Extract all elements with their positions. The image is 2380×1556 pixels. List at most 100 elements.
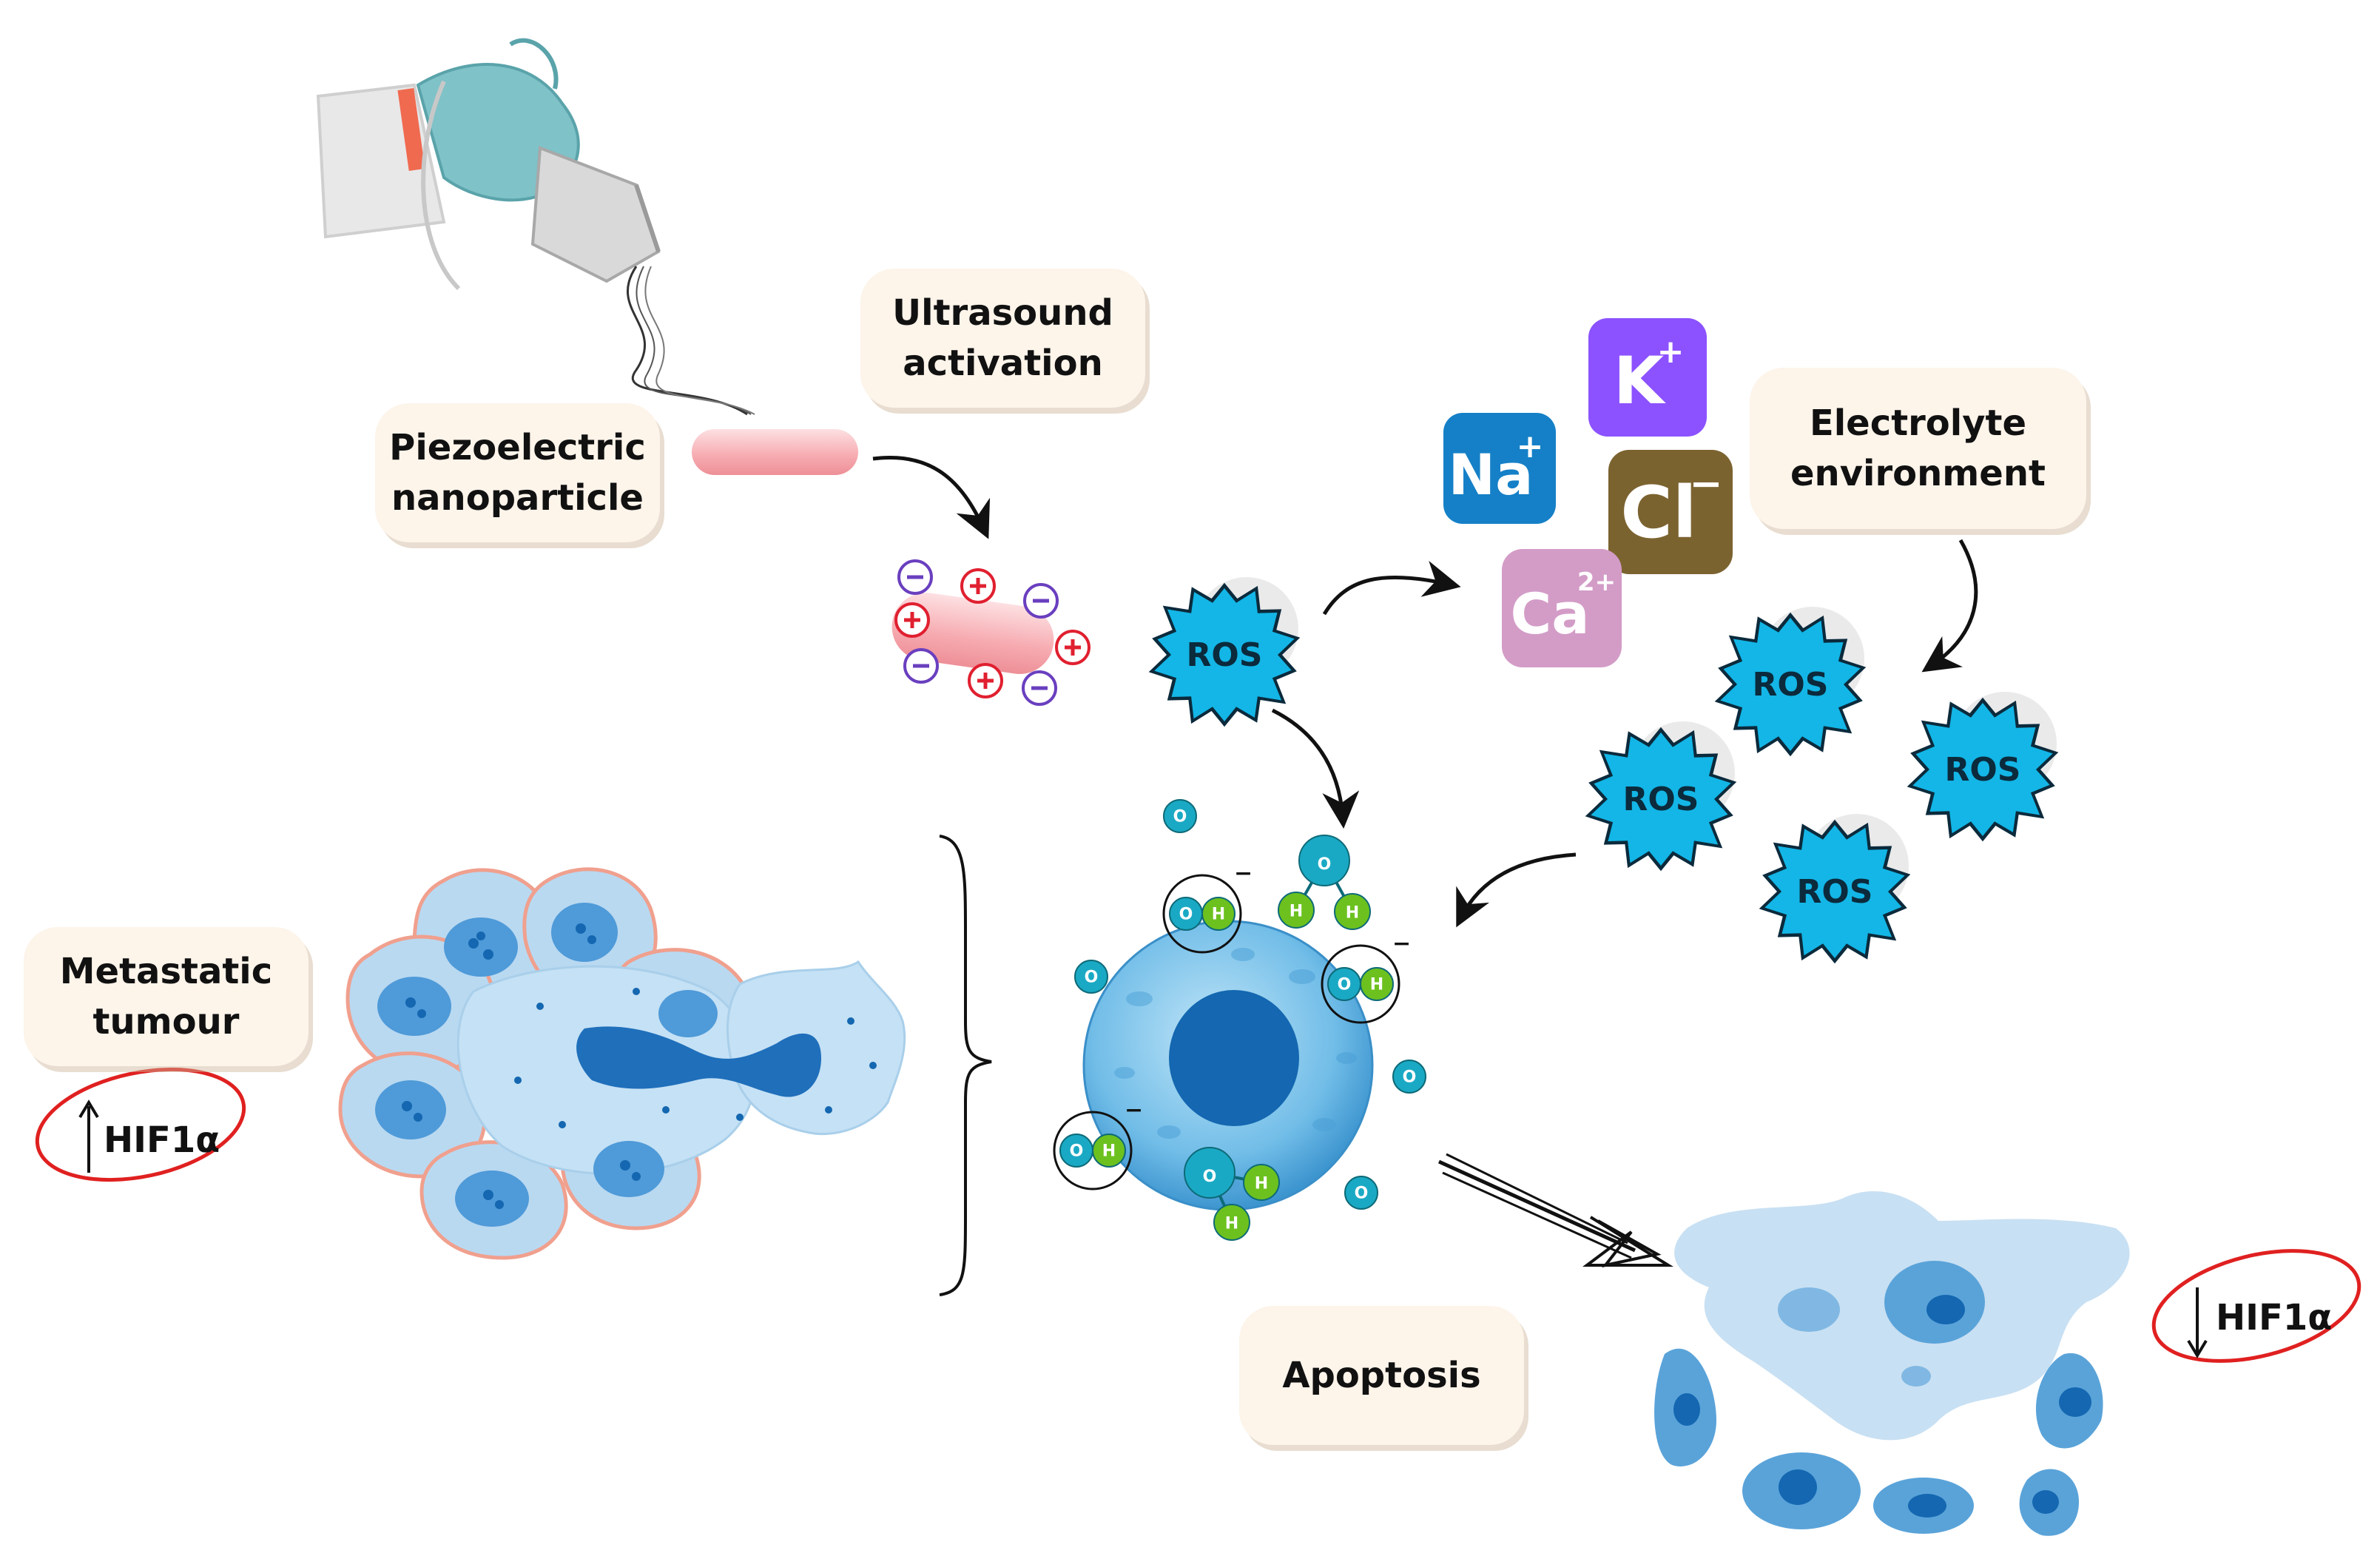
label-metastatic-line1: Metastatic — [59, 951, 273, 992]
hydroxyl-radical-0 — [1162, 874, 1242, 954]
label-piezo-line2: nanoparticle — [391, 477, 644, 519]
hydroxyl-hydrogen-0-symbol: H — [1212, 906, 1225, 924]
negative-charge-5 — [1023, 583, 1059, 619]
hydroxyl-hydrogen-2 — [1092, 1134, 1126, 1168]
ros-burst: ROS — [1148, 577, 1301, 727]
hif-up-annotation: HIF1α — [35, 1067, 246, 1182]
ion-chloride: Cl − — [1608, 450, 1733, 574]
label-piezoelectric-nanoparticle: Piezoelectric nanoparticle — [375, 403, 660, 542]
hydroxyl-oxygen-2-symbol: O — [1070, 1142, 1084, 1161]
ion-sodium-symbol: Na — [1449, 442, 1534, 508]
label-ultrasound-activation: Ultrasound activation — [860, 269, 1145, 408]
ros-label-4: ROS — [1797, 873, 1873, 911]
positive-charge-2 — [960, 568, 996, 604]
label-electrolyte-environment: Electrolyte environment — [1750, 368, 2086, 529]
water-hydrogen-a-1 — [1243, 1164, 1280, 1201]
piezo-nanoparticle — [692, 429, 858, 475]
hif-up-label: HIF1α — [104, 1119, 220, 1161]
hydroxyl-hydrogen-0 — [1201, 897, 1235, 931]
label-metastatic-tumour: Metastatic tumour — [24, 927, 309, 1066]
hydroxyl-oxygen-1-symbol: O — [1338, 976, 1352, 994]
hydroxyl-radical-1 — [1321, 944, 1400, 1024]
ion-calcium-charge: 2+ — [1577, 567, 1616, 597]
arrow-ros-to-cell — [1271, 708, 1360, 829]
oxygen-atom-2-symbol: O — [1403, 1068, 1417, 1087]
water-hydrogen-b-0 — [1334, 893, 1371, 930]
ion-calcium: Ca 2+ — [1502, 549, 1622, 667]
water-hydrogen-a-1-symbol: H — [1255, 1174, 1268, 1193]
arrow-electrolyte-to-ros — [1921, 539, 1978, 673]
ion-potassium: K + — [1588, 318, 1707, 437]
water-oxygen-0-symbol: O — [1318, 855, 1332, 874]
oxygen-atom-3 — [1344, 1176, 1378, 1210]
ion-sodium: Na + — [1443, 413, 1556, 524]
water-oxygen-1 — [1184, 1147, 1235, 1199]
label-metastatic-line2: tumour — [92, 1001, 240, 1043]
grouping-brace — [939, 835, 992, 1296]
ros-label-2: ROS — [1623, 781, 1699, 818]
ion-chloride-symbol: Cl — [1620, 471, 1696, 554]
ros-burst-0: ROS — [1148, 577, 1301, 727]
arrow-to-apoptosis — [1437, 1153, 1674, 1268]
oxygen-atom-2 — [1392, 1060, 1426, 1094]
label-ultrasound-line2: activation — [903, 343, 1103, 384]
hydroxyl-hydrogen-2-symbol: H — [1102, 1142, 1116, 1161]
ros-label-1: ROS — [1753, 666, 1829, 704]
ros-burst-2: ROS — [1585, 721, 1737, 872]
oxygen-atom-1-symbol: O — [1085, 969, 1099, 987]
positive-charge-3 — [968, 663, 1003, 698]
water-oxygen-0 — [1298, 835, 1350, 886]
positive-charge-1 — [1055, 630, 1090, 665]
ros-label-0: ROS — [1187, 636, 1263, 674]
oxygen-atom-0-symbol: O — [1173, 808, 1187, 826]
ion-chloride-charge: − — [1689, 460, 1722, 507]
ros-label-3: ROS — [1945, 751, 2021, 789]
cancer-cell — [1082, 920, 1374, 1211]
negative-charge-4 — [897, 559, 933, 595]
ros-burst-1: ROS — [1714, 607, 1867, 757]
water-hydrogen-b-0-symbol: H — [1346, 903, 1359, 922]
label-apoptosis: Apoptosis — [1239, 1306, 1524, 1445]
hydroxyl-charge-0: − — [1234, 860, 1253, 886]
ros-burst-4: ROS — [1759, 814, 1911, 964]
arrow-activation — [872, 456, 991, 539]
positive-charge-0 — [894, 602, 930, 638]
water-hydrogen-a-0-symbol: H — [1290, 902, 1303, 920]
hydroxyl-radical-2 — [1053, 1111, 1133, 1190]
hydroxyl-hydrogen-1 — [1360, 967, 1394, 1001]
hif-down-label: HIF1α — [2216, 1297, 2332, 1338]
ros-cluster: ROS ROS ROS ROS — [1585, 607, 2059, 964]
water-hydrogen-b-1 — [1213, 1204, 1250, 1241]
ros-burst-3: ROS — [1907, 692, 2059, 842]
hydroxyl-oxygen-0-symbol: O — [1179, 906, 1193, 924]
negative-charge-7 — [1022, 670, 1057, 706]
oxygen-atom-3-symbol: O — [1355, 1185, 1369, 1203]
hydroxyl-charge-2: − — [1125, 1097, 1143, 1123]
arrow-ros-to-electrolytes — [1322, 561, 1461, 616]
metastatic-tumour-cells — [338, 867, 906, 1260]
label-piezo-line1: Piezoelectric — [389, 427, 646, 468]
surface-charges — [894, 559, 1090, 706]
ion-sodium-charge: + — [1517, 428, 1544, 465]
water-hydrogen-a-0 — [1278, 892, 1315, 929]
ion-calcium-symbol: Ca — [1510, 581, 1589, 647]
ultrasound-probe-illustration — [316, 38, 755, 416]
water-hydrogen-b-1-symbol: H — [1225, 1214, 1238, 1233]
ion-potassium-symbol: K — [1614, 343, 1666, 419]
hydroxyl-charge-1: − — [1392, 931, 1411, 957]
arrow-ros-cluster-to-cell — [1456, 852, 1577, 928]
negative-charge-6 — [903, 648, 939, 684]
label-electrolyte-line1: Electrolyte — [1809, 403, 2027, 444]
label-ultrasound-line1: Ultrasound — [892, 292, 1113, 334]
water-oxygen-1-symbol: O — [1203, 1168, 1217, 1186]
oxygen-atom-1 — [1074, 960, 1108, 994]
ion-potassium-charge: + — [1657, 333, 1685, 371]
hydroxyl-hydrogen-1-symbol: H — [1370, 976, 1383, 994]
hif-down-annotation: HIF1α — [2151, 1249, 2362, 1363]
label-electrolyte-line2: environment — [1790, 453, 2046, 494]
label-apoptosis-text: Apoptosis — [1282, 1355, 1481, 1396]
oxygen-atom-0 — [1163, 799, 1197, 833]
apoptotic-cells — [1654, 1191, 2130, 1536]
